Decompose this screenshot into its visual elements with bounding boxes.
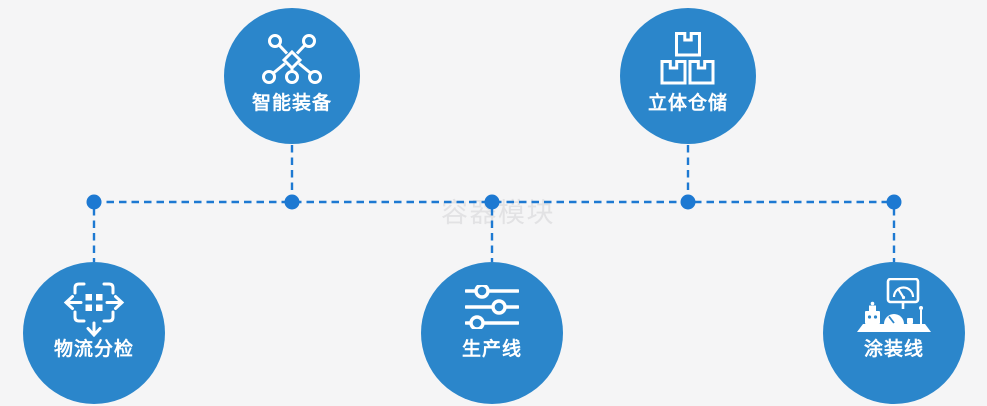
node-label: 智能装备 xyxy=(251,92,332,114)
sliders-icon xyxy=(465,276,519,338)
node-label: 涂装线 xyxy=(863,338,924,360)
node-smart-equipment: 智能装备 xyxy=(224,8,360,144)
node-label: 立体仓储 xyxy=(647,92,728,114)
node-logistics-sorting: 物流分检 xyxy=(23,262,165,404)
sorting-arrows-icon xyxy=(63,276,125,338)
node-coating-line: 涂装线 xyxy=(823,262,965,404)
connector-dot xyxy=(680,194,696,210)
connector-dot xyxy=(886,194,902,210)
watermark-text: 容器模块 xyxy=(441,198,555,229)
node-production-line: 生产线 xyxy=(421,262,563,404)
node-stereoscopic-warehouse: 立体仓储 xyxy=(620,8,756,144)
stacked-boxes-icon xyxy=(659,32,717,85)
node-label: 生产线 xyxy=(461,338,522,360)
connector-dot xyxy=(86,194,102,210)
node-label: 物流分检 xyxy=(53,338,134,360)
connector-dot xyxy=(284,194,300,210)
control-panel-icon xyxy=(855,276,933,338)
network-nodes-icon xyxy=(260,33,324,85)
